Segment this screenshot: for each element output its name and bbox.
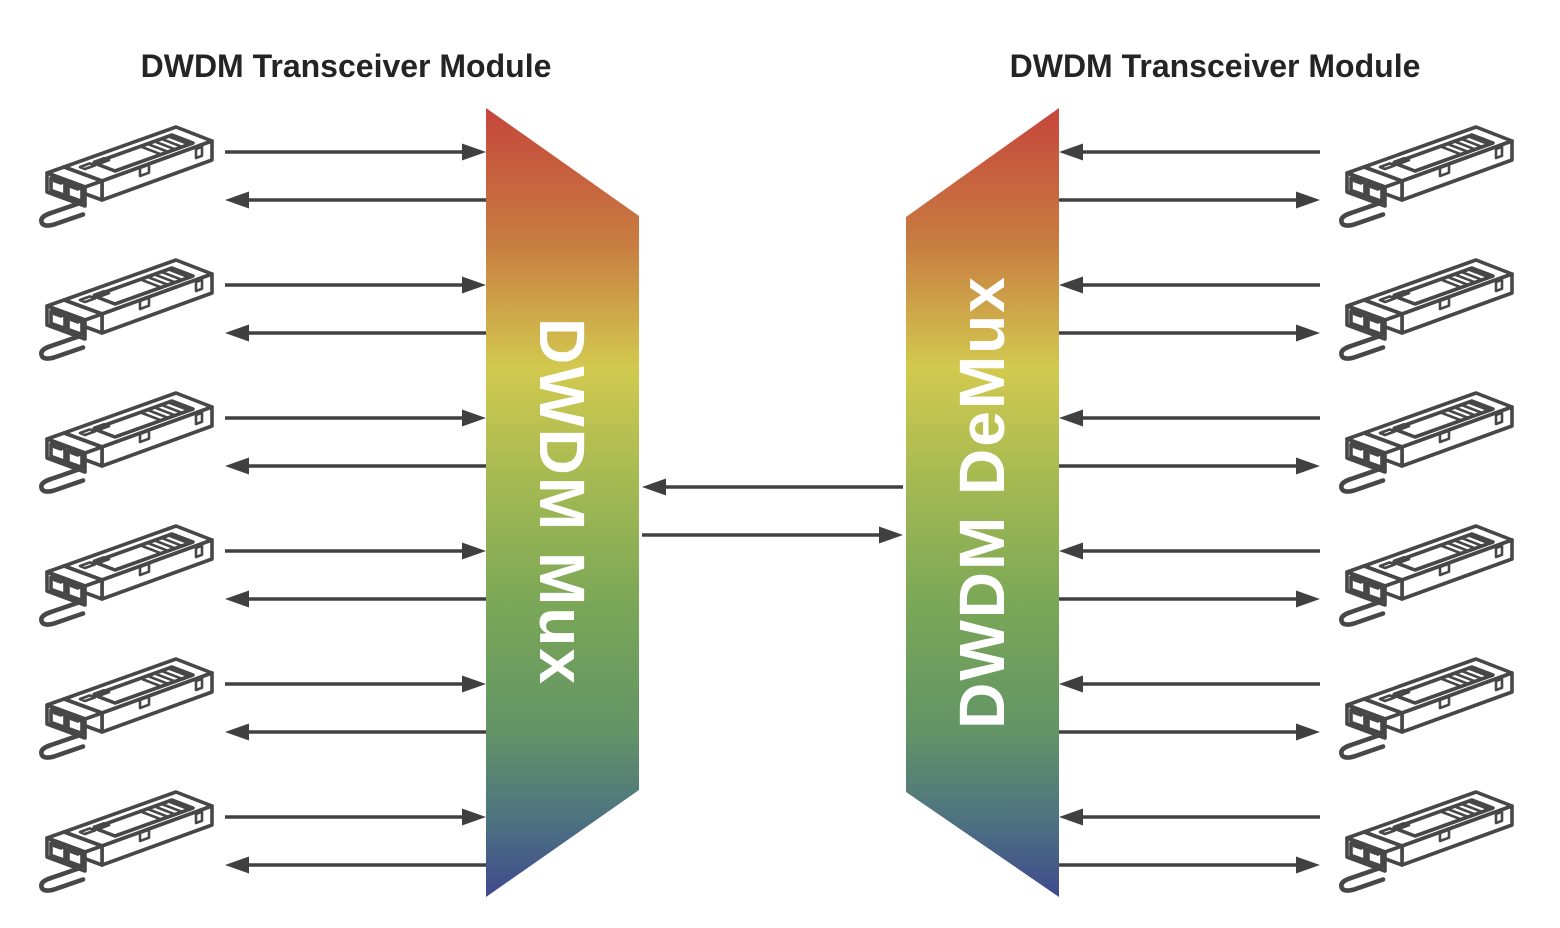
- channel-arrow-to-demux: [1057, 274, 1322, 296]
- sfp-module-icon: [1341, 260, 1512, 359]
- channel-arrow-to-module: [223, 721, 488, 743]
- common-fiber-links: [640, 476, 905, 546]
- sfp-module-icon: [41, 659, 212, 758]
- channel-arrow-to-mux: [223, 141, 488, 163]
- sfp-module-icon: [1341, 127, 1512, 226]
- channel-arrow-to-module: [1057, 322, 1322, 344]
- sfp-module-icon: [41, 127, 212, 226]
- channel-links-layer: [41, 127, 1512, 891]
- sfp-module-icon: [41, 526, 212, 625]
- sfp-module-icon: [1341, 792, 1512, 891]
- channel-arrow-to-module: [223, 322, 488, 344]
- channel-arrow-to-module: [223, 189, 488, 211]
- channel-arrow-to-module: [1057, 588, 1322, 610]
- channel-arrow-to-module: [223, 588, 488, 610]
- common-fiber-arrow-to-mux: [640, 476, 905, 498]
- dwdm-mux-label: DWDM Mux: [526, 318, 598, 686]
- channel-arrow-to-module: [1057, 854, 1322, 876]
- dwdm-demux-label: DWDM DeMux: [946, 275, 1018, 729]
- channel-arrow-to-module: [223, 455, 488, 477]
- channel-arrow-to-mux: [223, 274, 488, 296]
- sfp-module-icon: [41, 260, 212, 359]
- channel-arrow-to-module: [223, 854, 488, 876]
- right-transceiver-group-title: DWDM Transceiver Module: [1010, 48, 1421, 84]
- dwdm-demux-shape: [906, 108, 1059, 897]
- sfp-module-icon: [1341, 659, 1512, 758]
- channel-arrow-to-demux: [1057, 806, 1322, 828]
- left-transceiver-group-title: DWDM Transceiver Module: [141, 48, 552, 84]
- channel-arrow-to-demux: [1057, 673, 1322, 695]
- channel-arrow-to-module: [1057, 189, 1322, 211]
- dwdm-mux-shape: [486, 108, 639, 897]
- channel-arrow-to-mux: [223, 407, 488, 429]
- sfp-module-icon: [41, 792, 212, 891]
- channel-arrow-to-mux: [223, 806, 488, 828]
- sfp-module-icon: [1341, 393, 1512, 492]
- sfp-module-icon: [41, 393, 212, 492]
- common-fiber-arrow-to-demux: [640, 524, 905, 546]
- channel-arrow-to-module: [1057, 721, 1322, 743]
- channel-arrow-to-module: [1057, 455, 1322, 477]
- channel-arrow-to-demux: [1057, 407, 1322, 429]
- sfp-module-icon: [1341, 526, 1512, 625]
- channel-arrow-to-mux: [223, 540, 488, 562]
- channel-arrow-to-demux: [1057, 540, 1322, 562]
- channel-arrow-to-demux: [1057, 141, 1322, 163]
- channel-arrow-to-mux: [223, 673, 488, 695]
